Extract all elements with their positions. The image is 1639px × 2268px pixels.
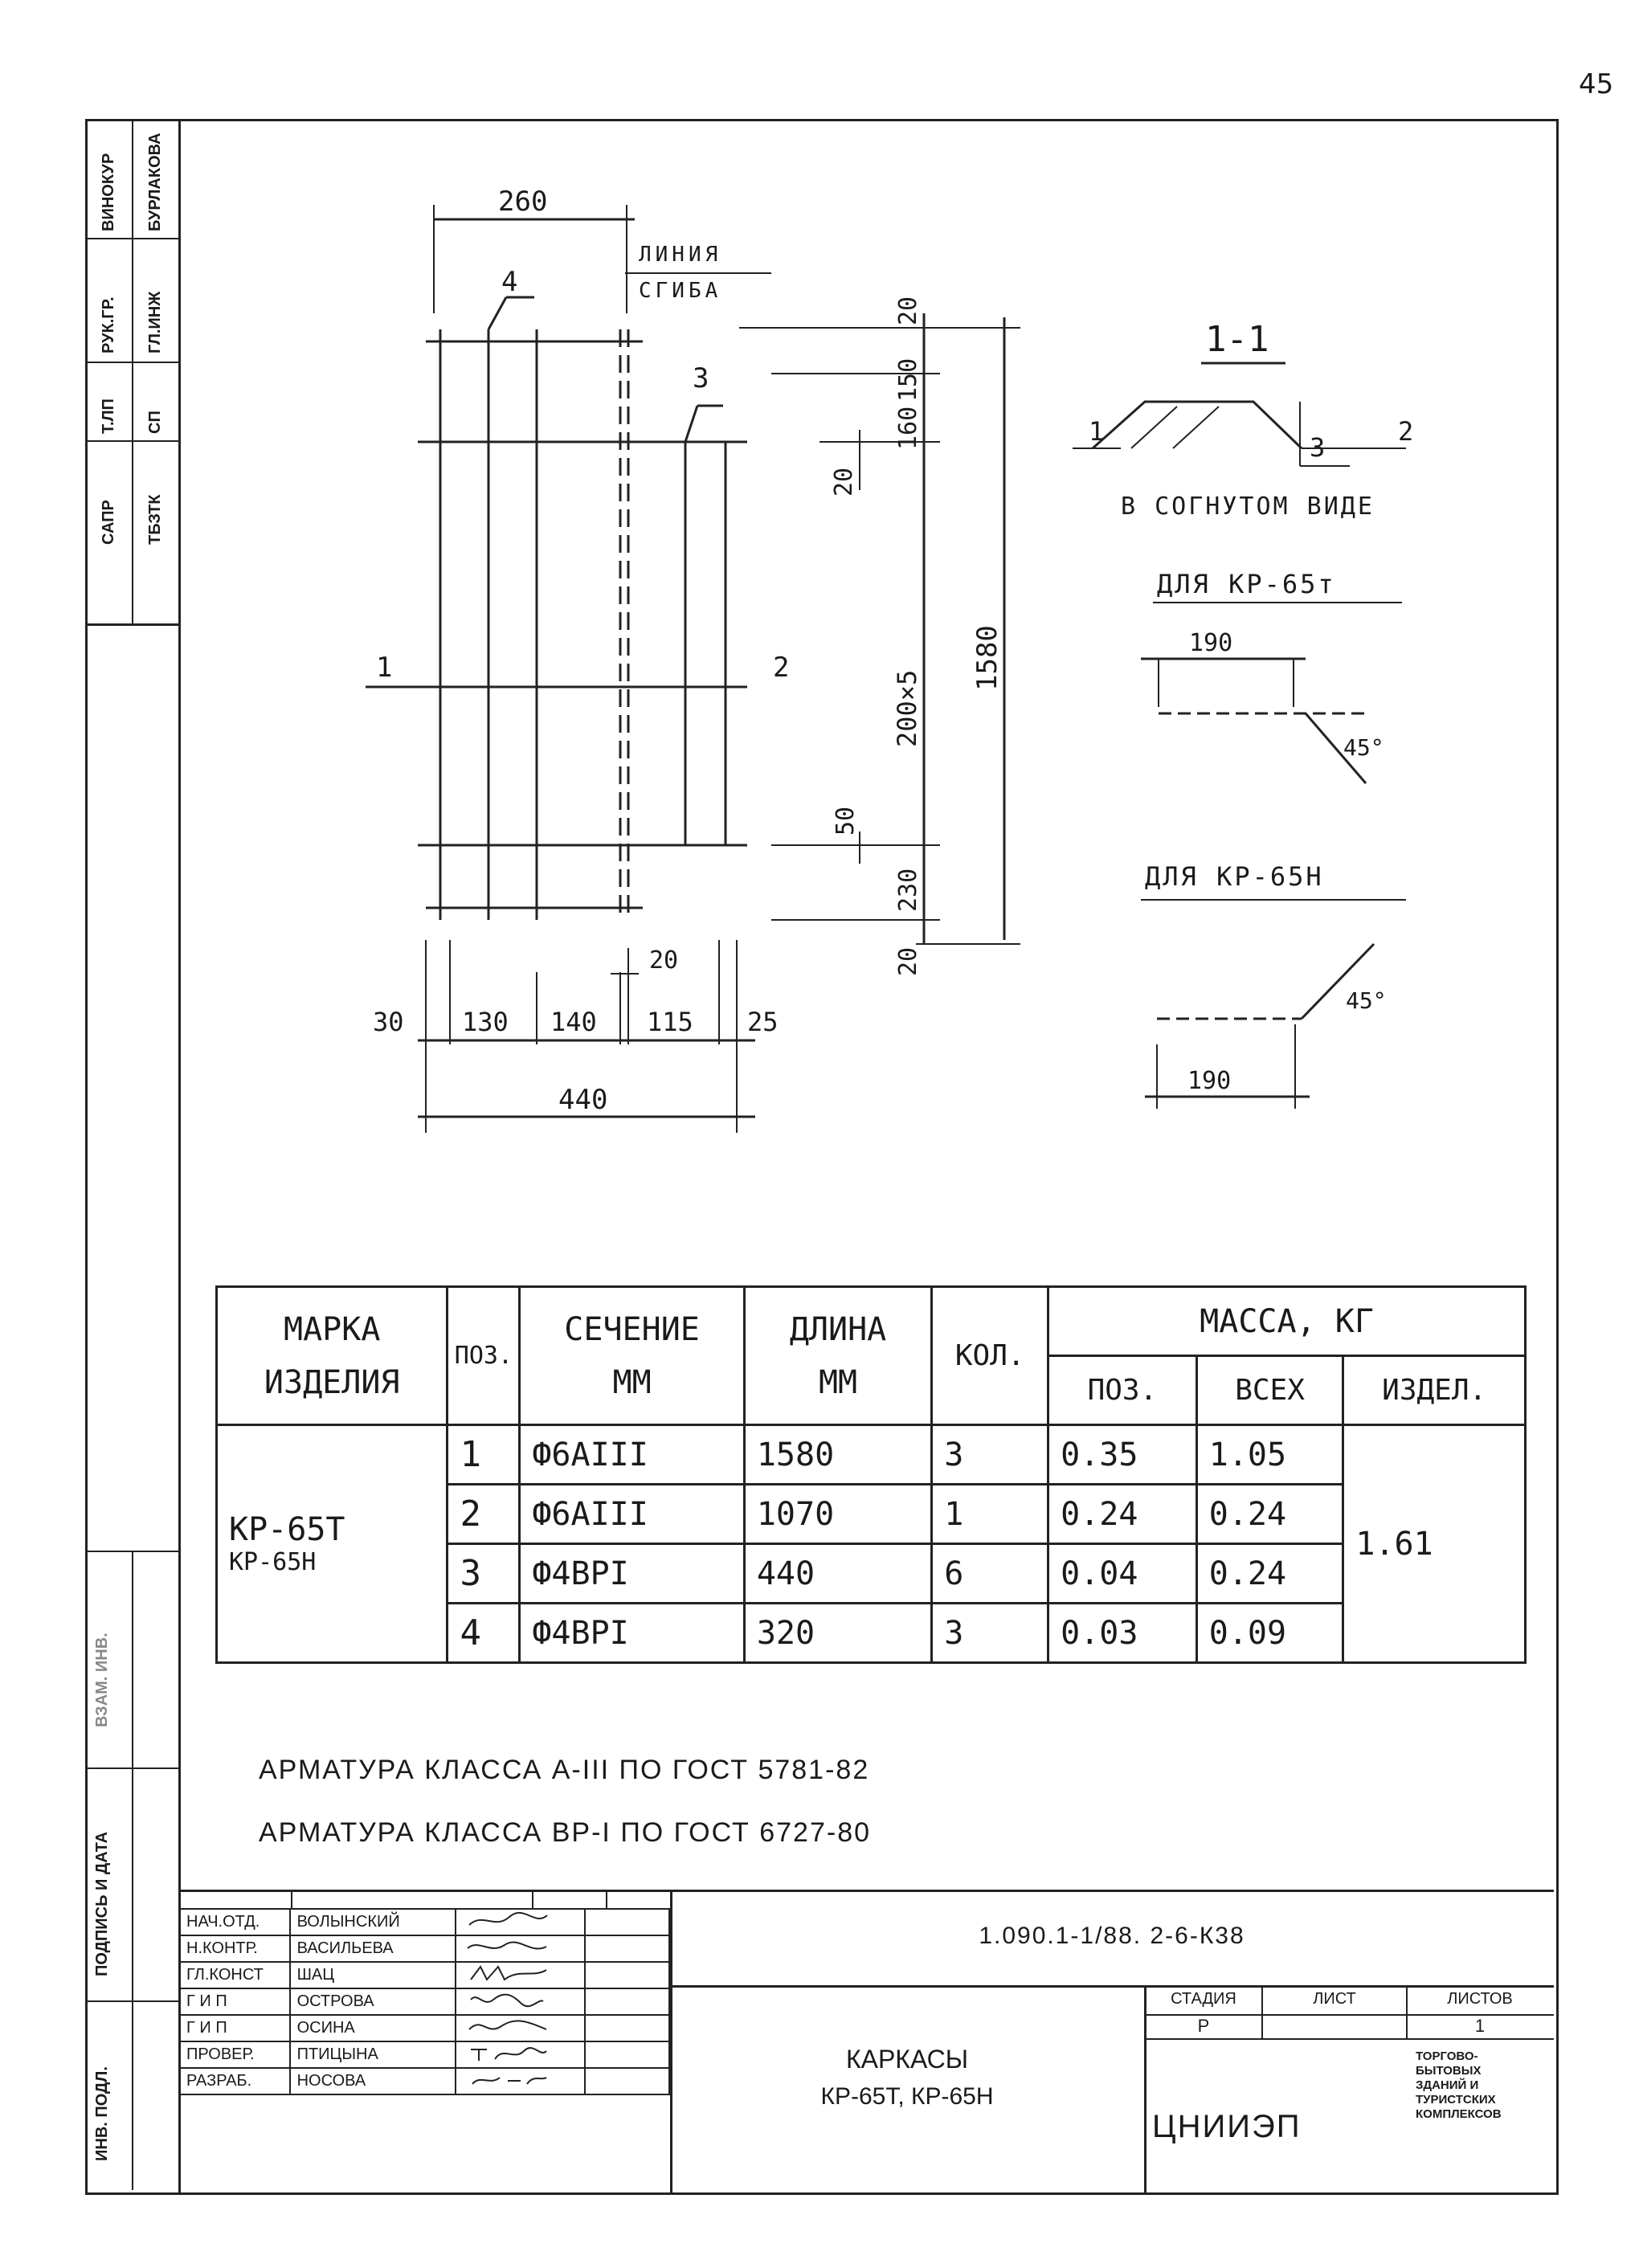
staff-table: НАЧ.ОТД.ВОЛЫНСКИЙ Н.КОНТР.ВАСИЛЬЕВА ГЛ.К… bbox=[178, 1908, 670, 2095]
signature bbox=[454, 2014, 586, 2042]
specification-table: МАРКА ИЗДЕЛИЯ ПОЗ. СЕЧЕНИЕ ММ ДЛИНА ММ К… bbox=[215, 1285, 1527, 1664]
drawing-title-line2: КР-65Т, КР-65Н bbox=[820, 2083, 994, 2110]
dim-v-150: 150 bbox=[894, 358, 922, 402]
mark-cell: КР-65Т КР-65Н bbox=[215, 1424, 449, 1664]
note-rebar-a3: АРМАТУРА КЛАССА А-III ПО ГОСТ 5781-82 bbox=[259, 1755, 870, 1785]
dim-115: 115 bbox=[647, 1007, 693, 1037]
org-description: ТОРГОВО- БЫТОВЫХ ЗДАНИЙ И ТУРИСТСКИХ КОМ… bbox=[1416, 2049, 1502, 2121]
drawing-title-line1: КАРКАСЫ bbox=[845, 2045, 969, 2074]
table-row: 3 Ф4ВРI 440 6 0.04 0.24 bbox=[217, 1543, 1526, 1604]
section-shape bbox=[1092, 400, 1303, 450]
drawing-frame bbox=[178, 119, 1559, 2195]
variant-n-title: ДЛЯ КР-65Н bbox=[1145, 861, 1324, 892]
bend-line-label: СГИБА bbox=[639, 279, 721, 303]
table-row: КР-65Т КР-65Н 1 Ф6АIII 1580 3 0.35 1.05 … bbox=[215, 1424, 1527, 1664]
header-mass-item: ИЗДЕЛ. bbox=[1342, 1355, 1527, 1426]
variant-t-dim: 190 bbox=[1189, 629, 1232, 657]
sheets-label: ЛИСТОВ bbox=[1447, 1990, 1513, 2008]
staff-row: ПРОВЕР.ПТИЦЫНА bbox=[178, 2041, 670, 2069]
header-mark: МАРКА ИЗДЕЛИЯ bbox=[215, 1285, 449, 1426]
sheet-label: ЛИСТ bbox=[1313, 1990, 1356, 2008]
header-qty: КОЛ. bbox=[930, 1285, 1050, 1426]
reinforcement-drawing: 260 4 3 ЛИНИЯ СГИБА 1 2 30 130 140 115 2… bbox=[366, 186, 1413, 1133]
header-pos: ПОЗ. bbox=[446, 1285, 521, 1426]
variant-n-angle: 45° bbox=[1346, 987, 1387, 1014]
bend-line-label: ЛИНИЯ bbox=[639, 243, 721, 267]
signature bbox=[454, 1935, 586, 1963]
dim-260: 260 bbox=[498, 186, 547, 218]
section-label-2: 2 bbox=[1398, 416, 1413, 447]
margin-label-replace: ВЗАМ. ИНВ. bbox=[93, 1633, 111, 1727]
header-section: СЕЧЕНИЕ ММ bbox=[518, 1285, 746, 1426]
signature bbox=[454, 1988, 586, 2016]
pos-3-label: 3 bbox=[693, 362, 709, 394]
header-length: ДЛИНА ММ bbox=[742, 1285, 934, 1426]
dim-50-inner: 50 bbox=[832, 807, 860, 836]
dim-v-20-top: 20 bbox=[894, 296, 922, 325]
pos-2-label: 2 bbox=[773, 652, 789, 684]
variant-t-angle: 45° bbox=[1343, 734, 1384, 761]
dim-v-160: 160 bbox=[894, 407, 922, 450]
page-number: 45 bbox=[1579, 68, 1614, 100]
dim-v-1580: 1580 bbox=[971, 625, 1003, 691]
dim-20-bottom: 20 bbox=[649, 946, 678, 975]
variant-n-dim: 190 bbox=[1187, 1067, 1231, 1095]
variant-t-title: ДЛЯ КР-65т bbox=[1157, 569, 1336, 599]
stage-value: Р bbox=[1197, 2016, 1210, 2036]
dim-140: 140 bbox=[550, 1007, 597, 1037]
staff-row: НАЧ.ОТД.ВОЛЫНСКИЙ bbox=[178, 1908, 670, 1936]
pos-1-label: 1 bbox=[376, 652, 392, 684]
sheets-value: 1 bbox=[1474, 2016, 1486, 2036]
signature bbox=[454, 2041, 586, 2069]
dim-25: 25 bbox=[747, 1007, 779, 1037]
pos-4-label: 4 bbox=[501, 266, 517, 298]
title-block: НАЧ.ОТД.ВОЛЫНСКИЙ Н.КОНТР.ВАСИЛЬЕВА ГЛ.К… bbox=[178, 1890, 1554, 2192]
section-caption: В СОГНУТОМ ВИДЕ bbox=[1121, 492, 1375, 521]
signature bbox=[454, 1961, 586, 1989]
section-label-1: 1 bbox=[1089, 416, 1104, 447]
dim-v-200x5: 200×5 bbox=[892, 670, 922, 747]
table-row: 2 Ф6АIII 1070 1 0.24 0.24 bbox=[217, 1483, 1526, 1545]
header-mass-all: ВСЕХ bbox=[1195, 1355, 1345, 1426]
dim-440: 440 bbox=[558, 1084, 607, 1116]
section-title: 1-1 bbox=[1205, 319, 1269, 360]
dim-20-inner: 20 bbox=[830, 468, 858, 497]
item-mass: 1.61 bbox=[1342, 1424, 1527, 1664]
margin-label-inv: ИНВ. ПОДЛ. bbox=[93, 2066, 111, 2161]
dim-130: 130 bbox=[462, 1007, 509, 1037]
signature bbox=[454, 1908, 586, 1936]
dim-v-20-bottom: 20 bbox=[894, 947, 922, 976]
header-mass: МАССА, КГ bbox=[1047, 1285, 1527, 1357]
header-mass-pos: ПОЗ. bbox=[1047, 1355, 1198, 1426]
dim-30: 30 bbox=[373, 1007, 404, 1037]
section-label-3: 3 bbox=[1310, 432, 1325, 463]
staff-row: Н.КОНТР.ВАСИЛЬЕВА bbox=[178, 1935, 670, 1963]
table-row: 4 Ф4ВРI 320 3 0.03 0.09 bbox=[217, 1602, 1526, 1664]
org-name: ЦНИИЭП bbox=[1152, 2109, 1302, 2144]
side-stamp: ВИНОКУР РУК.ГР. Т.ЛП САПР БУРЛАКОВА ГЛ.И… bbox=[85, 119, 178, 626]
dim-v-230: 230 bbox=[894, 868, 922, 912]
staff-row: РАЗРАБ.НОСОВА bbox=[178, 2067, 670, 2095]
doc-code: 1.090.1-1/88. 2-6-К38 bbox=[979, 1923, 1245, 1949]
signature bbox=[454, 2067, 586, 2095]
note-rebar-vr1: АРМАТУРА КЛАССА ВР-I ПО ГОСТ 6727-80 bbox=[259, 1817, 872, 1848]
stage-label: СТАДИЯ bbox=[1171, 1990, 1236, 2008]
margin-label-sign: ПОДПИСЬ И ДАТА bbox=[93, 1831, 111, 1976]
